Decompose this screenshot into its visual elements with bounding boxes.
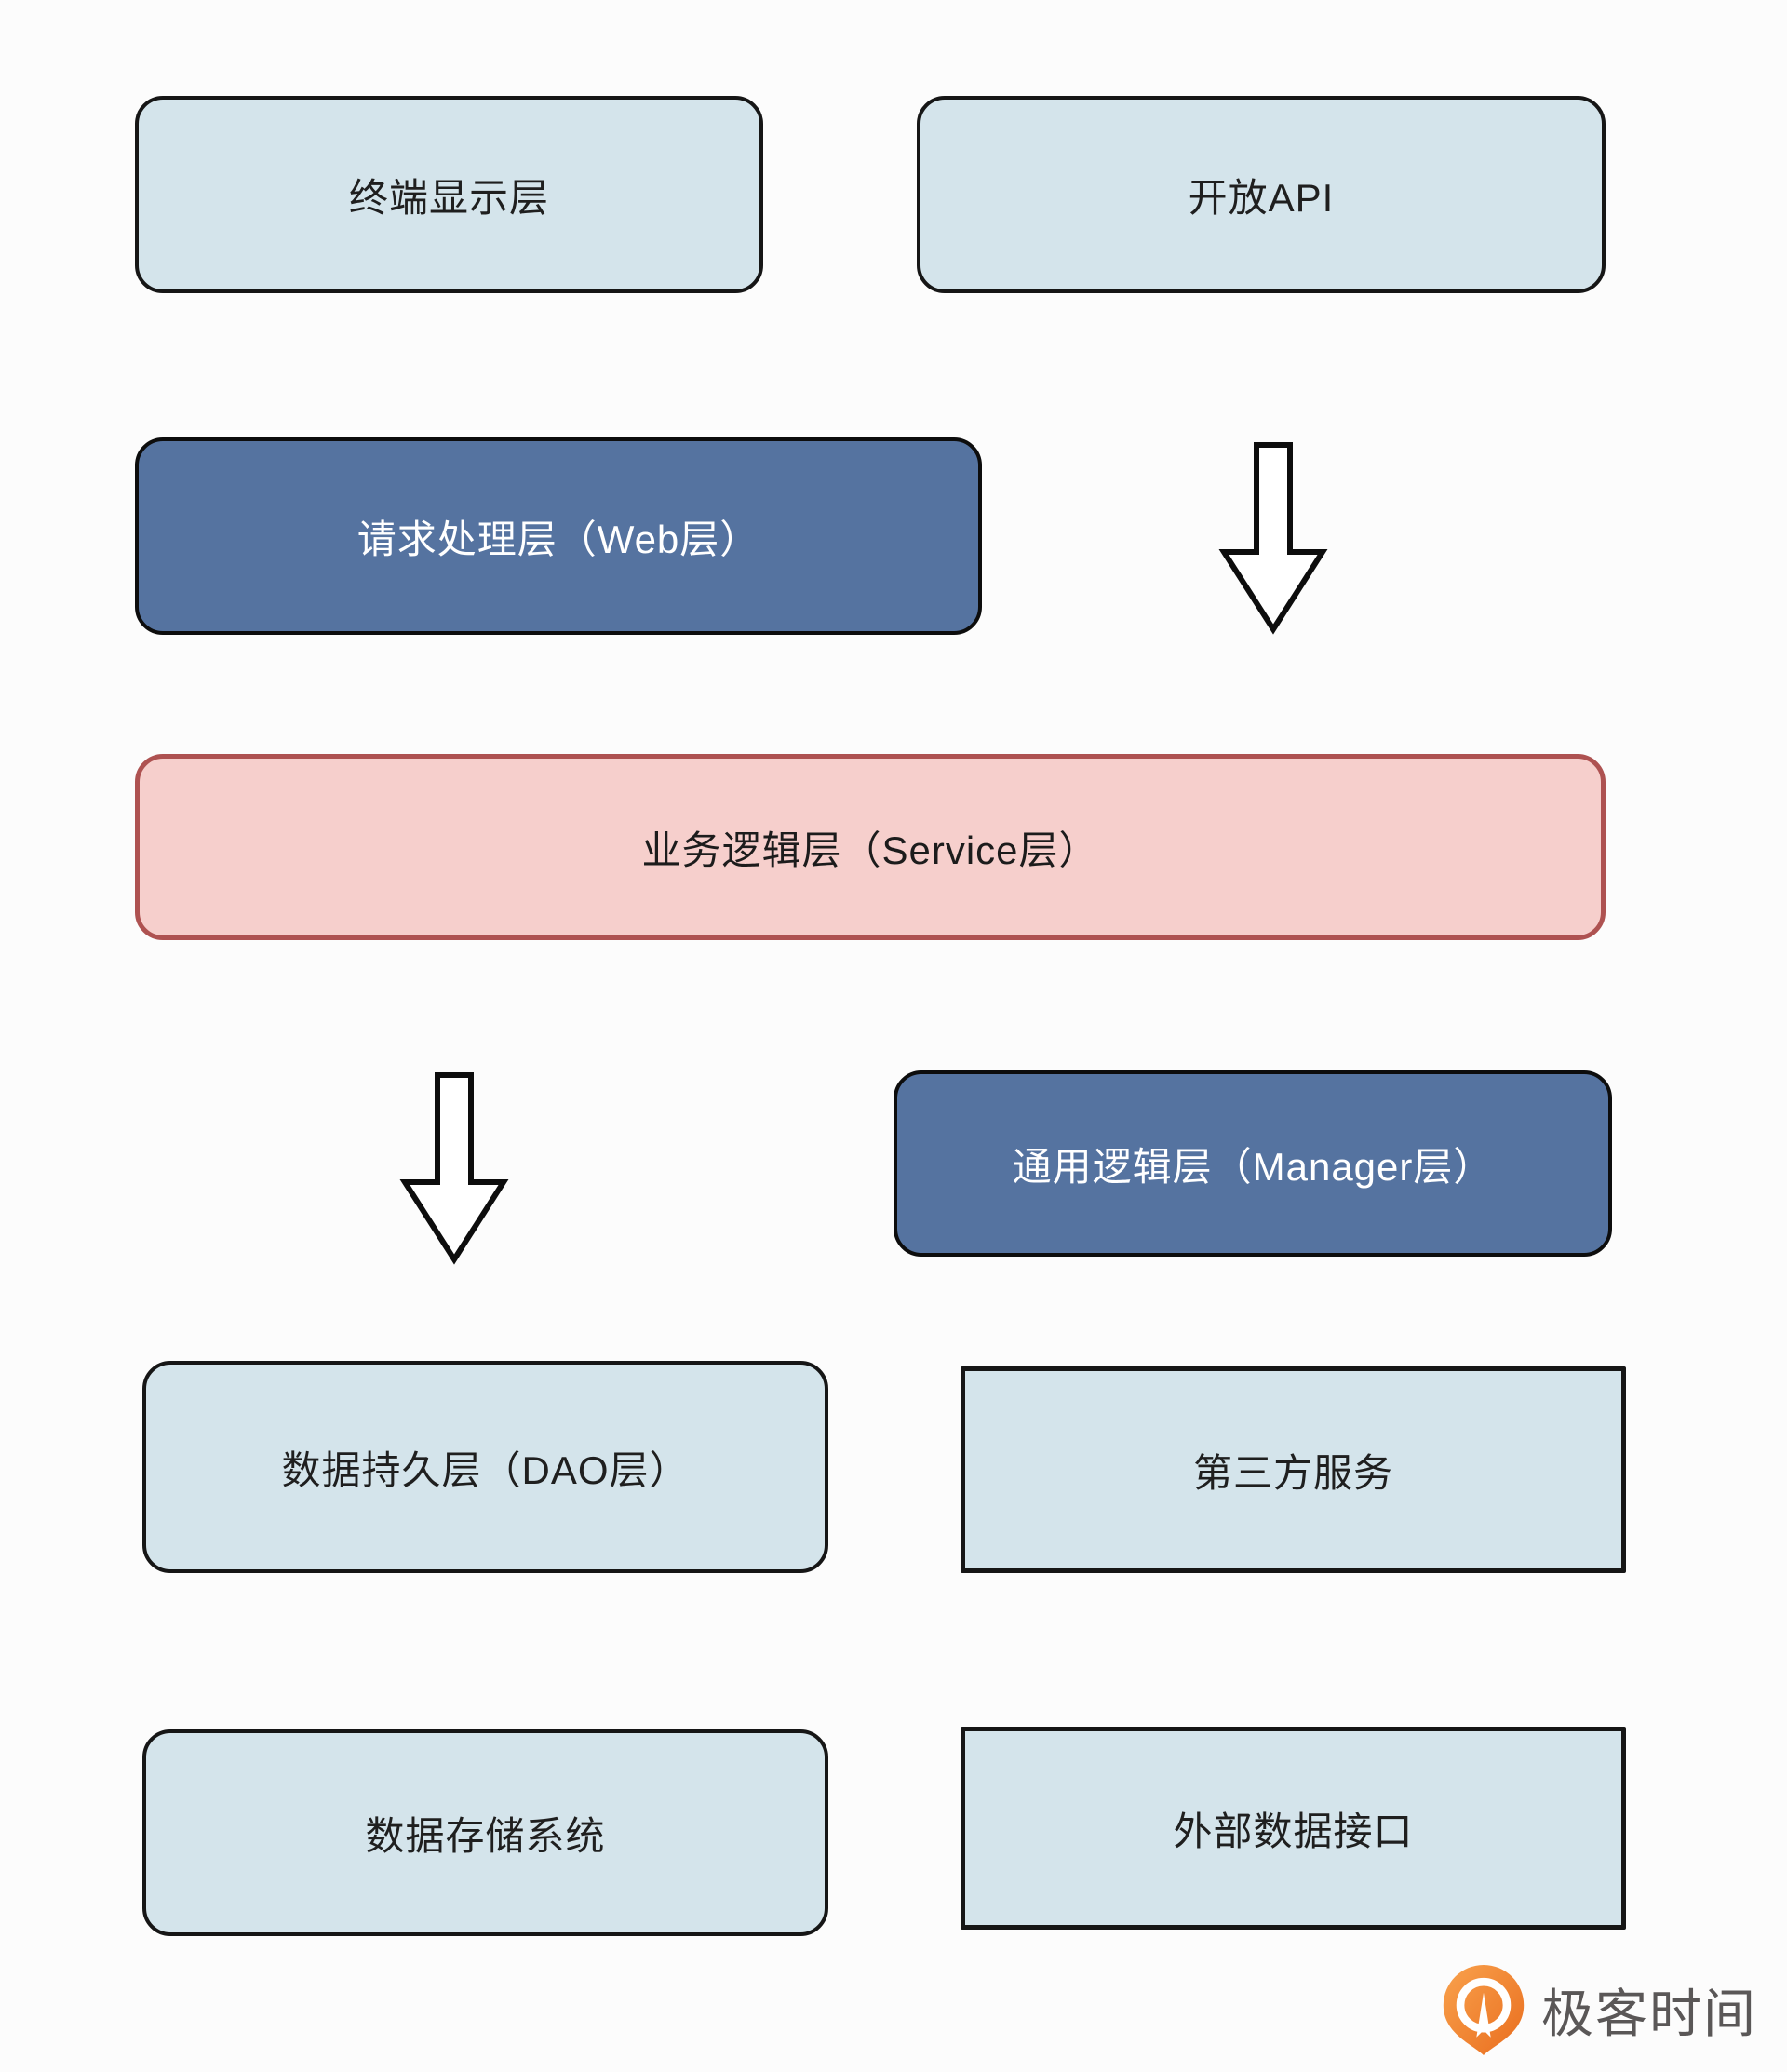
geektime-logo-text: 极客时间 — [1541, 1984, 1757, 2043]
box-open-api: 开放API — [917, 96, 1606, 293]
box-label: 开放API — [1188, 175, 1335, 220]
box-external-data-interface: 外部数据接口 — [961, 1727, 1626, 1930]
box-label: 请求处理层（Web层） — [356, 517, 760, 561]
down-arrow-icon — [1218, 442, 1328, 635]
box-label: 数据持久层（DAO层） — [281, 1447, 690, 1492]
box-web-layer: 请求处理层（Web层） — [135, 437, 982, 635]
box-manager-layer: 通用逻辑层（Manager层） — [894, 1070, 1612, 1257]
box-label: 数据存储系统 — [365, 1813, 606, 1858]
box-service-layer: 业务逻辑层（Service层） — [135, 754, 1606, 940]
box-data-storage-system: 数据存储系统 — [142, 1729, 828, 1936]
geektime-logo: 极客时间 — [1439, 1962, 1757, 2057]
box-label: 外部数据接口 — [1173, 1809, 1414, 1853]
down-arrow-icon — [399, 1072, 509, 1265]
geektime-pin-icon — [1443, 1965, 1525, 2055]
box-label: 第三方服务 — [1192, 1450, 1393, 1495]
box-dao-layer: 数据持久层（DAO层） — [142, 1361, 828, 1573]
box-label: 业务逻辑层（Service层） — [641, 827, 1099, 872]
box-label: 通用逻辑层（Manager层） — [1012, 1144, 1494, 1189]
box-label: 终端显示层 — [348, 175, 549, 220]
box-third-party-service: 第三方服务 — [961, 1366, 1626, 1573]
box-terminal-display-layer: 终端显示层 — [135, 96, 763, 293]
